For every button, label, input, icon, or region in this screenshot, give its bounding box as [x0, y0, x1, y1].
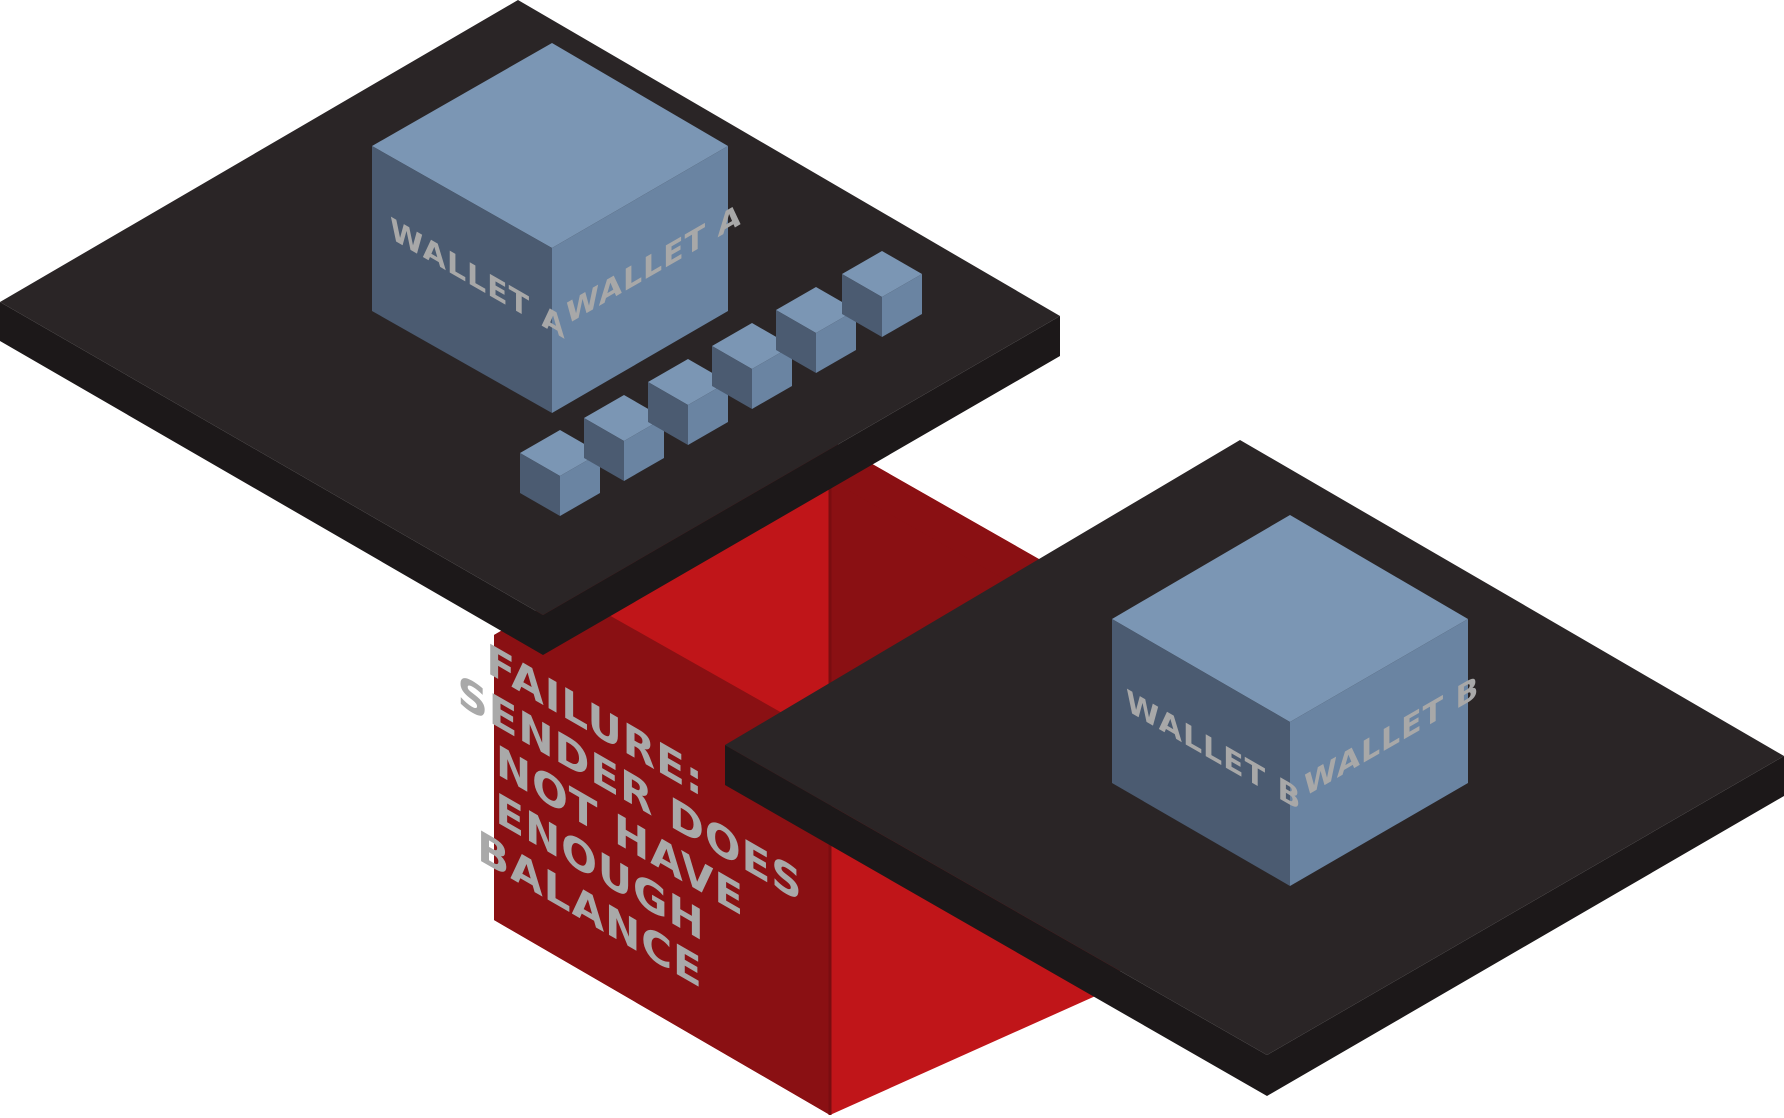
small-cube: [648, 359, 728, 445]
wallet-b-top: [1112, 515, 1468, 722]
failure-box-center-bright: [600, 480, 830, 740]
wallet-a-right-face: [552, 146, 728, 413]
wallet-a-left-face: [372, 146, 552, 413]
small-cube: [520, 430, 600, 516]
small-cube: [712, 323, 792, 409]
wallet-b-cube: WALLET B WALLET B: [1112, 515, 1479, 886]
wallet-b-right-face: [1290, 619, 1468, 886]
wallet-b-left-face: [1112, 619, 1290, 886]
small-cube: [842, 251, 922, 337]
wallet-a-cube: WALLET A WALLET A: [372, 43, 742, 413]
platform-a-side: [0, 302, 1060, 655]
small-cube: [776, 287, 856, 373]
wallet-a-top: [372, 43, 728, 248]
small-cubes: [520, 251, 922, 516]
small-cube: [584, 395, 664, 481]
